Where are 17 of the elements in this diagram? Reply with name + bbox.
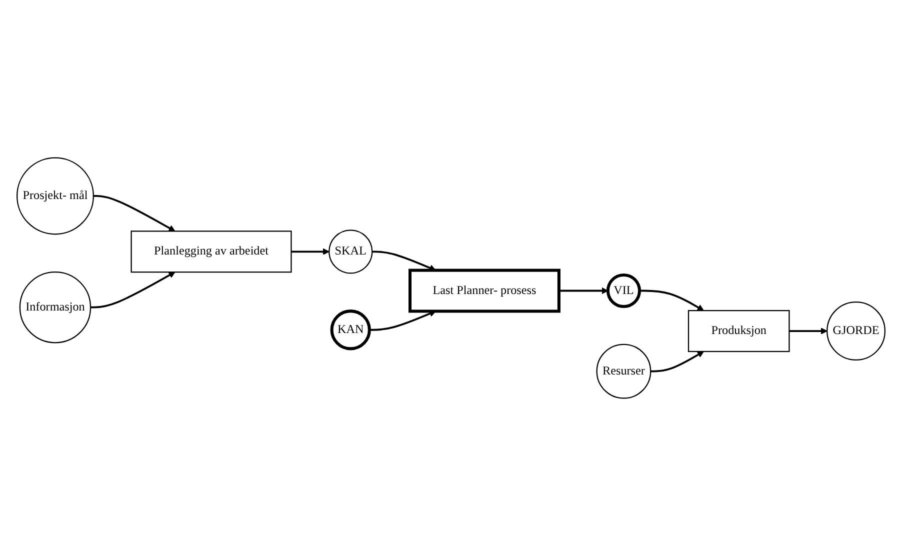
arrow — [788, 328, 827, 334]
arrow — [290, 248, 329, 255]
arrow — [650, 351, 704, 372]
arrow — [558, 287, 608, 294]
node-circle: Informasjon — [18, 271, 91, 344]
node-circle: KAN — [330, 310, 370, 350]
node-circle: GJORDE — [826, 302, 885, 361]
arrow — [639, 290, 704, 311]
node-box: Planlegging av arbeidet — [130, 230, 292, 273]
node-circle: Resurser — [596, 344, 651, 399]
node-circle: VIL — [606, 273, 641, 308]
arrow — [90, 272, 175, 308]
node-box: Last Planner- prosess — [408, 268, 560, 313]
node-circle: SKAL — [328, 230, 372, 274]
node-box: Produksjon — [687, 310, 790, 352]
node-circle: Prosjekt- mål — [16, 157, 94, 235]
arrow — [92, 195, 175, 232]
